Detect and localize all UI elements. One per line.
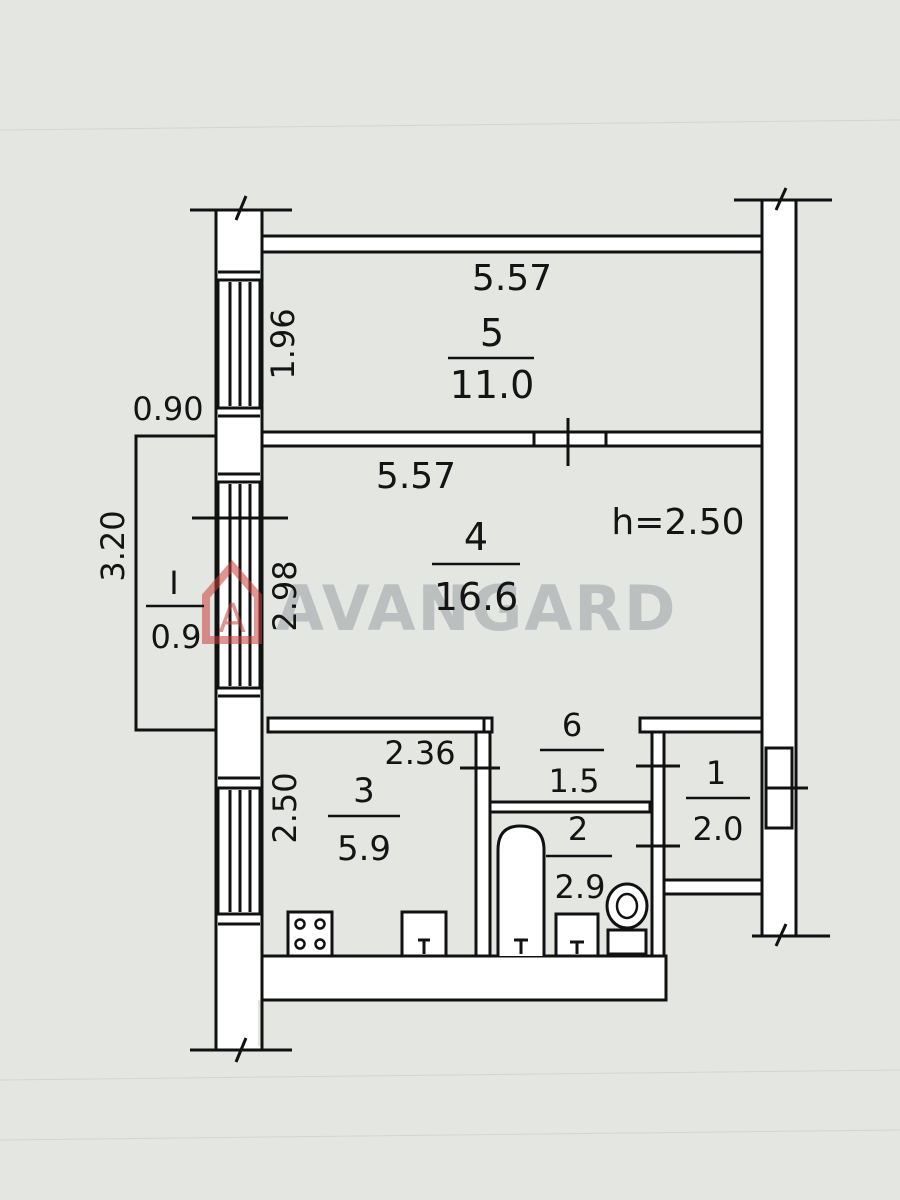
room5-width-dim: 5.57 — [472, 258, 552, 299]
room4-width-dim: 5.57 — [376, 456, 456, 497]
bathtub-icon — [496, 824, 546, 956]
room6-area: 1.5 — [549, 762, 600, 800]
top-partition — [260, 234, 764, 254]
washbasin-icon — [554, 912, 600, 958]
partition-5-4 — [260, 418, 764, 466]
window-room5 — [216, 278, 262, 410]
room3-depth-dim: 2.50 — [266, 772, 304, 843]
bottom-walls — [258, 954, 668, 1050]
room4-number: 4 — [464, 515, 488, 559]
room4-area: 16.6 — [434, 575, 519, 619]
room6-number: 6 — [562, 706, 582, 744]
balcony-length-dim: 3.20 — [94, 510, 132, 581]
watermark-logo-icon: A — [202, 559, 262, 644]
balcony-area: 0.9 — [151, 618, 202, 656]
kitchen-partitions — [266, 716, 500, 958]
window-room3 — [216, 786, 262, 916]
watermark-text: AVANGARD — [276, 572, 678, 645]
stove-icon — [286, 910, 334, 958]
balcony-number: I — [169, 564, 178, 602]
room2-area: 2.9 — [555, 868, 606, 906]
room2-number: 2 — [568, 810, 588, 848]
balcony-outline — [134, 434, 288, 732]
watermark: A AVANGARD — [202, 559, 678, 645]
room3-area: 5.9 — [337, 829, 391, 869]
bath-partitions — [488, 716, 764, 958]
room5-area: 11.0 — [450, 363, 535, 407]
balcony-width-dim: 0.90 — [132, 390, 203, 428]
room1-area: 2.0 — [693, 810, 744, 848]
right-exterior-wall — [734, 187, 832, 947]
room1-number: 1 — [706, 754, 726, 792]
watermark-logo-letter: A — [218, 596, 246, 642]
paper-texture — [0, 119, 900, 1141]
room5-number: 5 — [480, 311, 504, 355]
room4-depth-dim: 2.98 — [266, 560, 304, 631]
room3-number: 3 — [353, 771, 375, 811]
room5-depth-dim: 1.96 — [264, 308, 302, 379]
room3-width-dim: 2.36 — [384, 734, 455, 772]
kitchen-sink-icon — [400, 910, 448, 958]
toilet-icon — [605, 882, 649, 956]
ceiling-height: h=2.50 — [611, 502, 744, 543]
